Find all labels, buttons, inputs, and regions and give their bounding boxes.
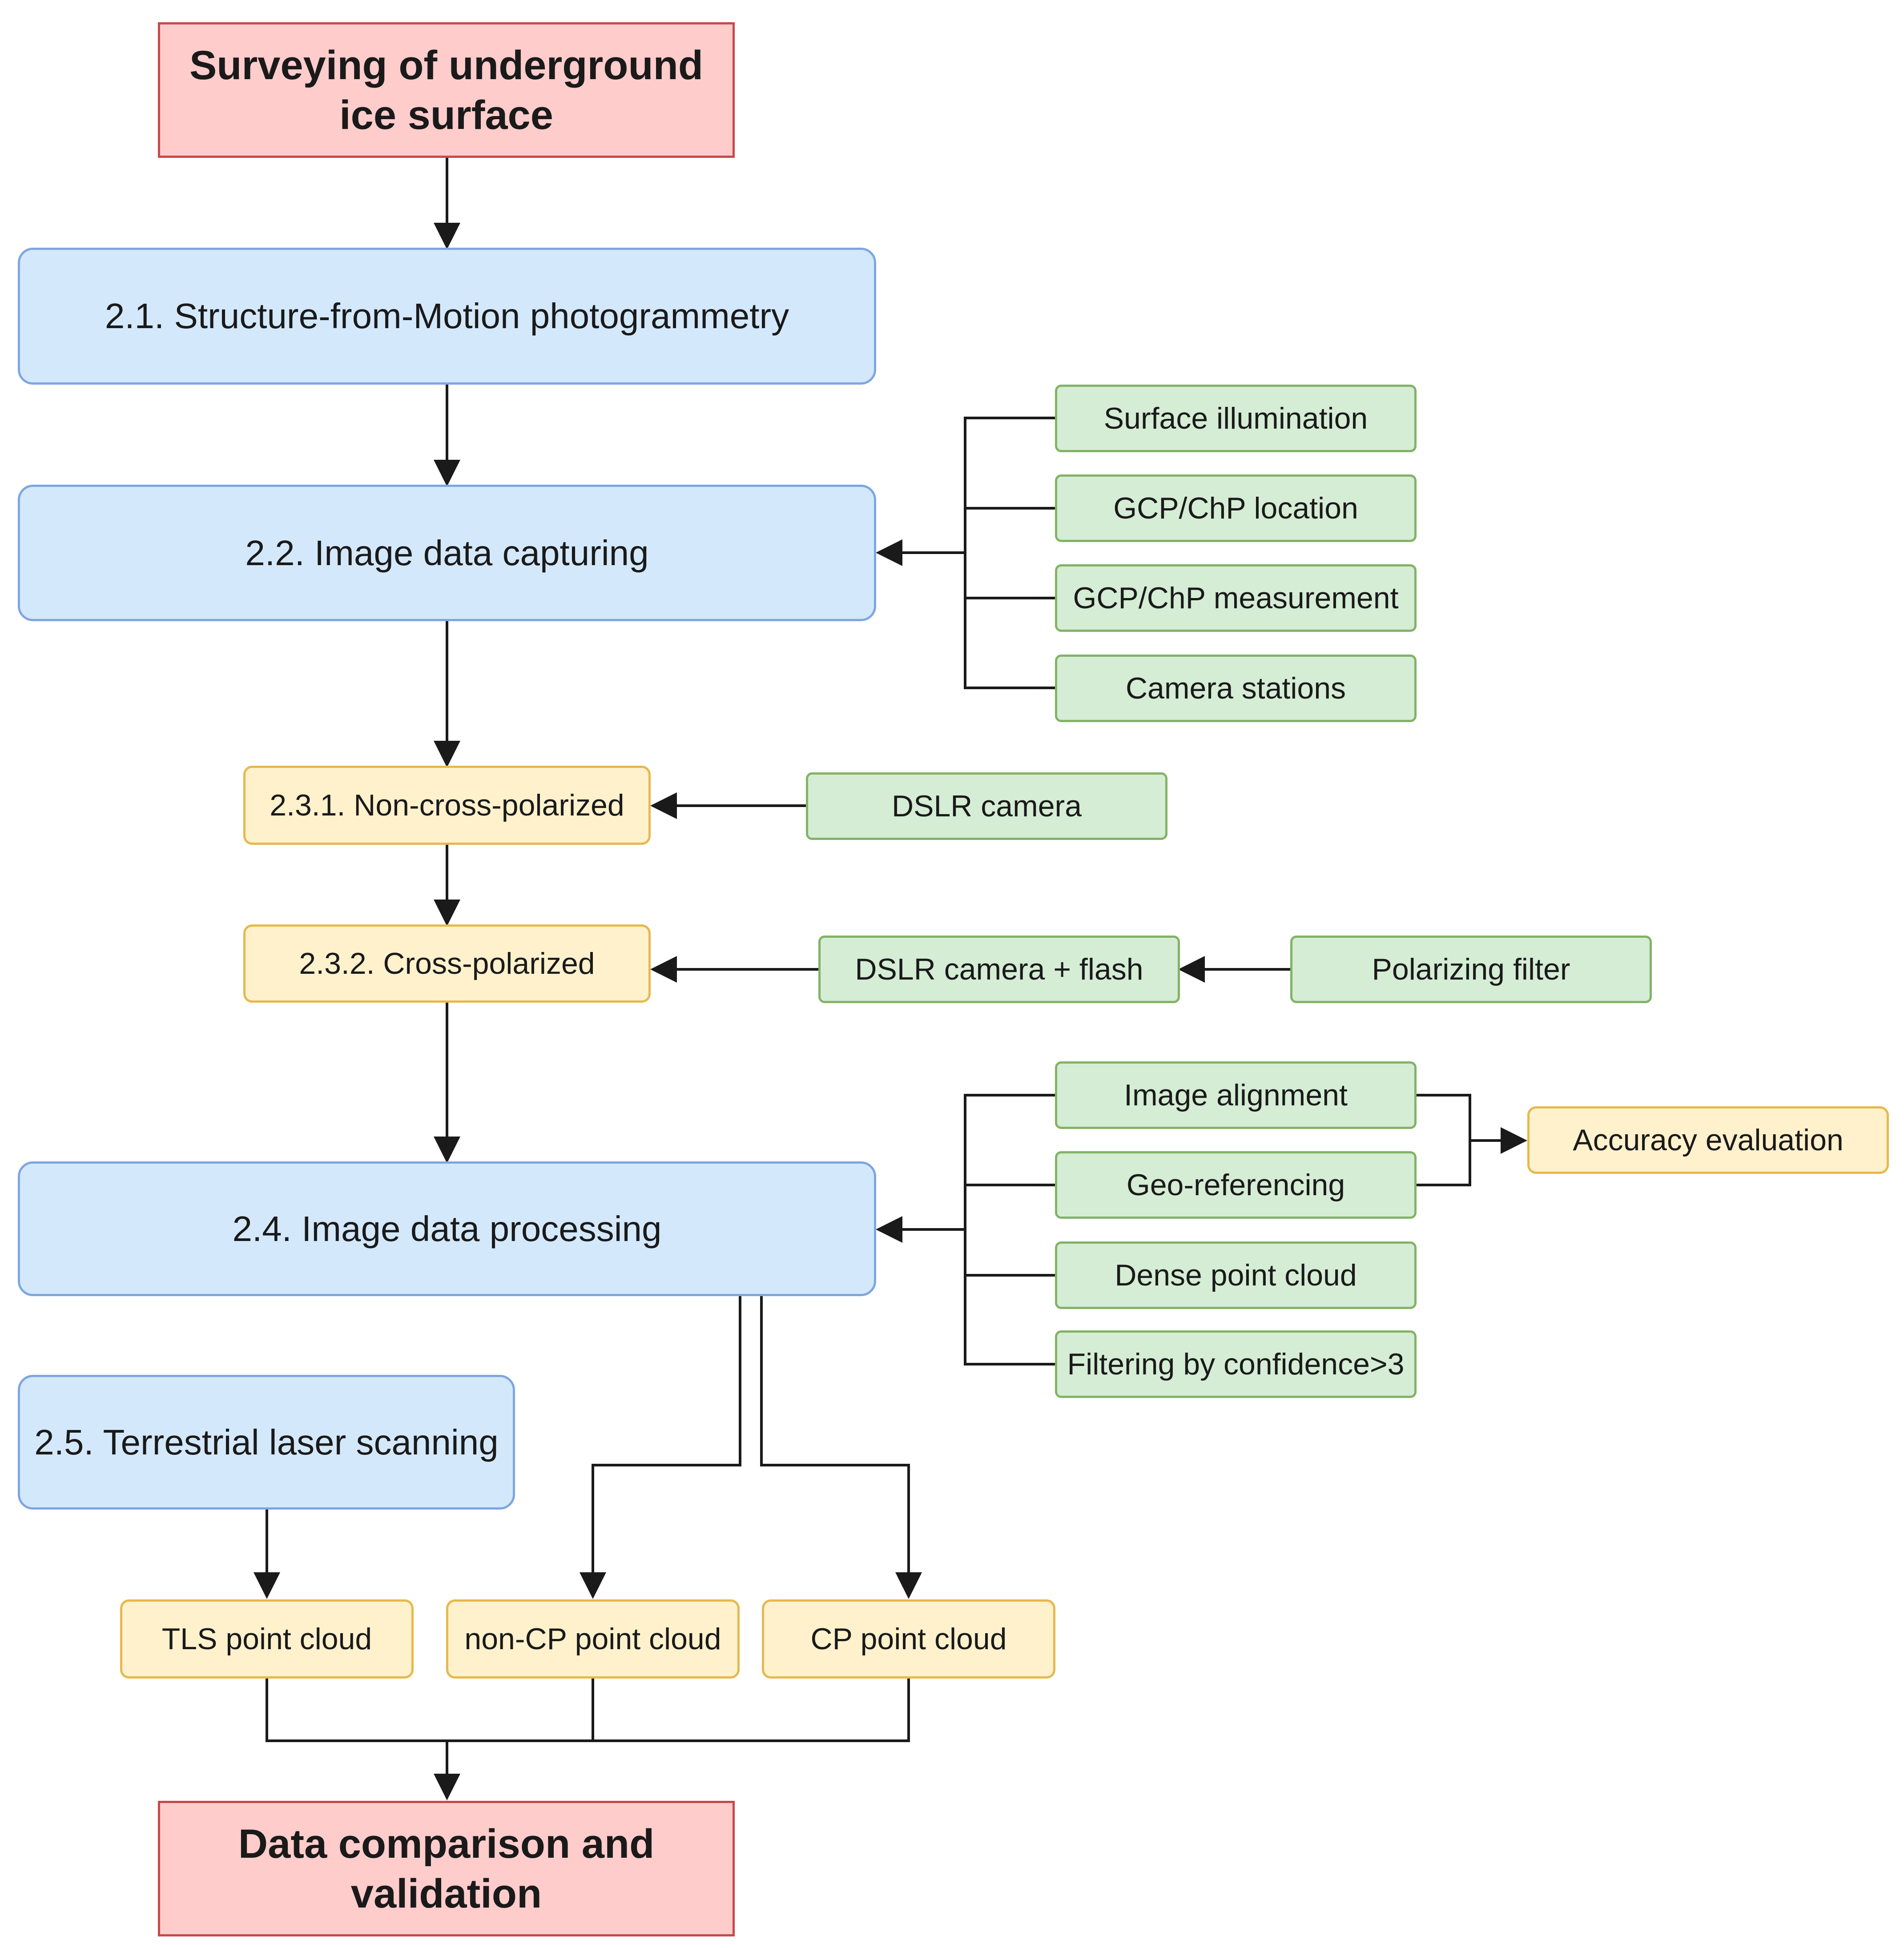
cross-box: 2.3.2. Cross-polarized <box>243 924 651 1003</box>
merge-clouds <box>266 1679 910 1742</box>
final-box: Data comparison and validation <box>158 1801 735 1936</box>
noncp-point-cloud-box: non-CP point cloud <box>446 1599 740 1679</box>
bracket-capture-inputs <box>964 417 1056 689</box>
dslr-flash-box: DSLR camera + flash <box>818 936 1180 1003</box>
accuracy-evaluation-box: Accuracy evaluation <box>1527 1106 1889 1174</box>
capture-input-4: Camera stations <box>1055 655 1417 722</box>
capture-input-2: GCP/ChP location <box>1055 474 1417 542</box>
sfm-box: 2.1. Structure-from-Motion photogrammetr… <box>18 248 876 385</box>
noncross-box: 2.3.1. Non-cross-polarized <box>243 766 651 845</box>
processing-input-3: Dense point cloud <box>1055 1241 1417 1309</box>
cp-point-cloud-box: CP point cloud <box>762 1599 1055 1679</box>
capture-box: 2.2. Image data capturing <box>18 485 876 621</box>
bracket-processing-inputs <box>964 1094 1056 1366</box>
tls-box: 2.5. Terrestrial laser scanning <box>18 1375 515 1510</box>
processing-box: 2.4. Image data processing <box>18 1161 876 1296</box>
processing-input-4: Filtering by confidence>3 <box>1055 1330 1417 1398</box>
polarizing-filter-box: Polarizing filter <box>1290 936 1652 1003</box>
tls-point-cloud-box: TLS point cloud <box>120 1599 414 1679</box>
capture-input-1: Surface illumination <box>1055 385 1417 452</box>
arrow-processing-to-cp <box>760 1296 922 1599</box>
processing-input-1: Image alignment <box>1055 1061 1417 1129</box>
capture-input-3: GCP/ChP measurement <box>1055 564 1417 632</box>
processing-input-2: Geo-referencing <box>1055 1151 1417 1219</box>
dslr-camera-box: DSLR camera <box>806 772 1167 840</box>
bracket-accuracy <box>1417 1094 1525 1186</box>
title-box: Surveying of underground ice surface <box>158 22 735 158</box>
arrow-processing-to-noncp <box>580 1296 741 1599</box>
